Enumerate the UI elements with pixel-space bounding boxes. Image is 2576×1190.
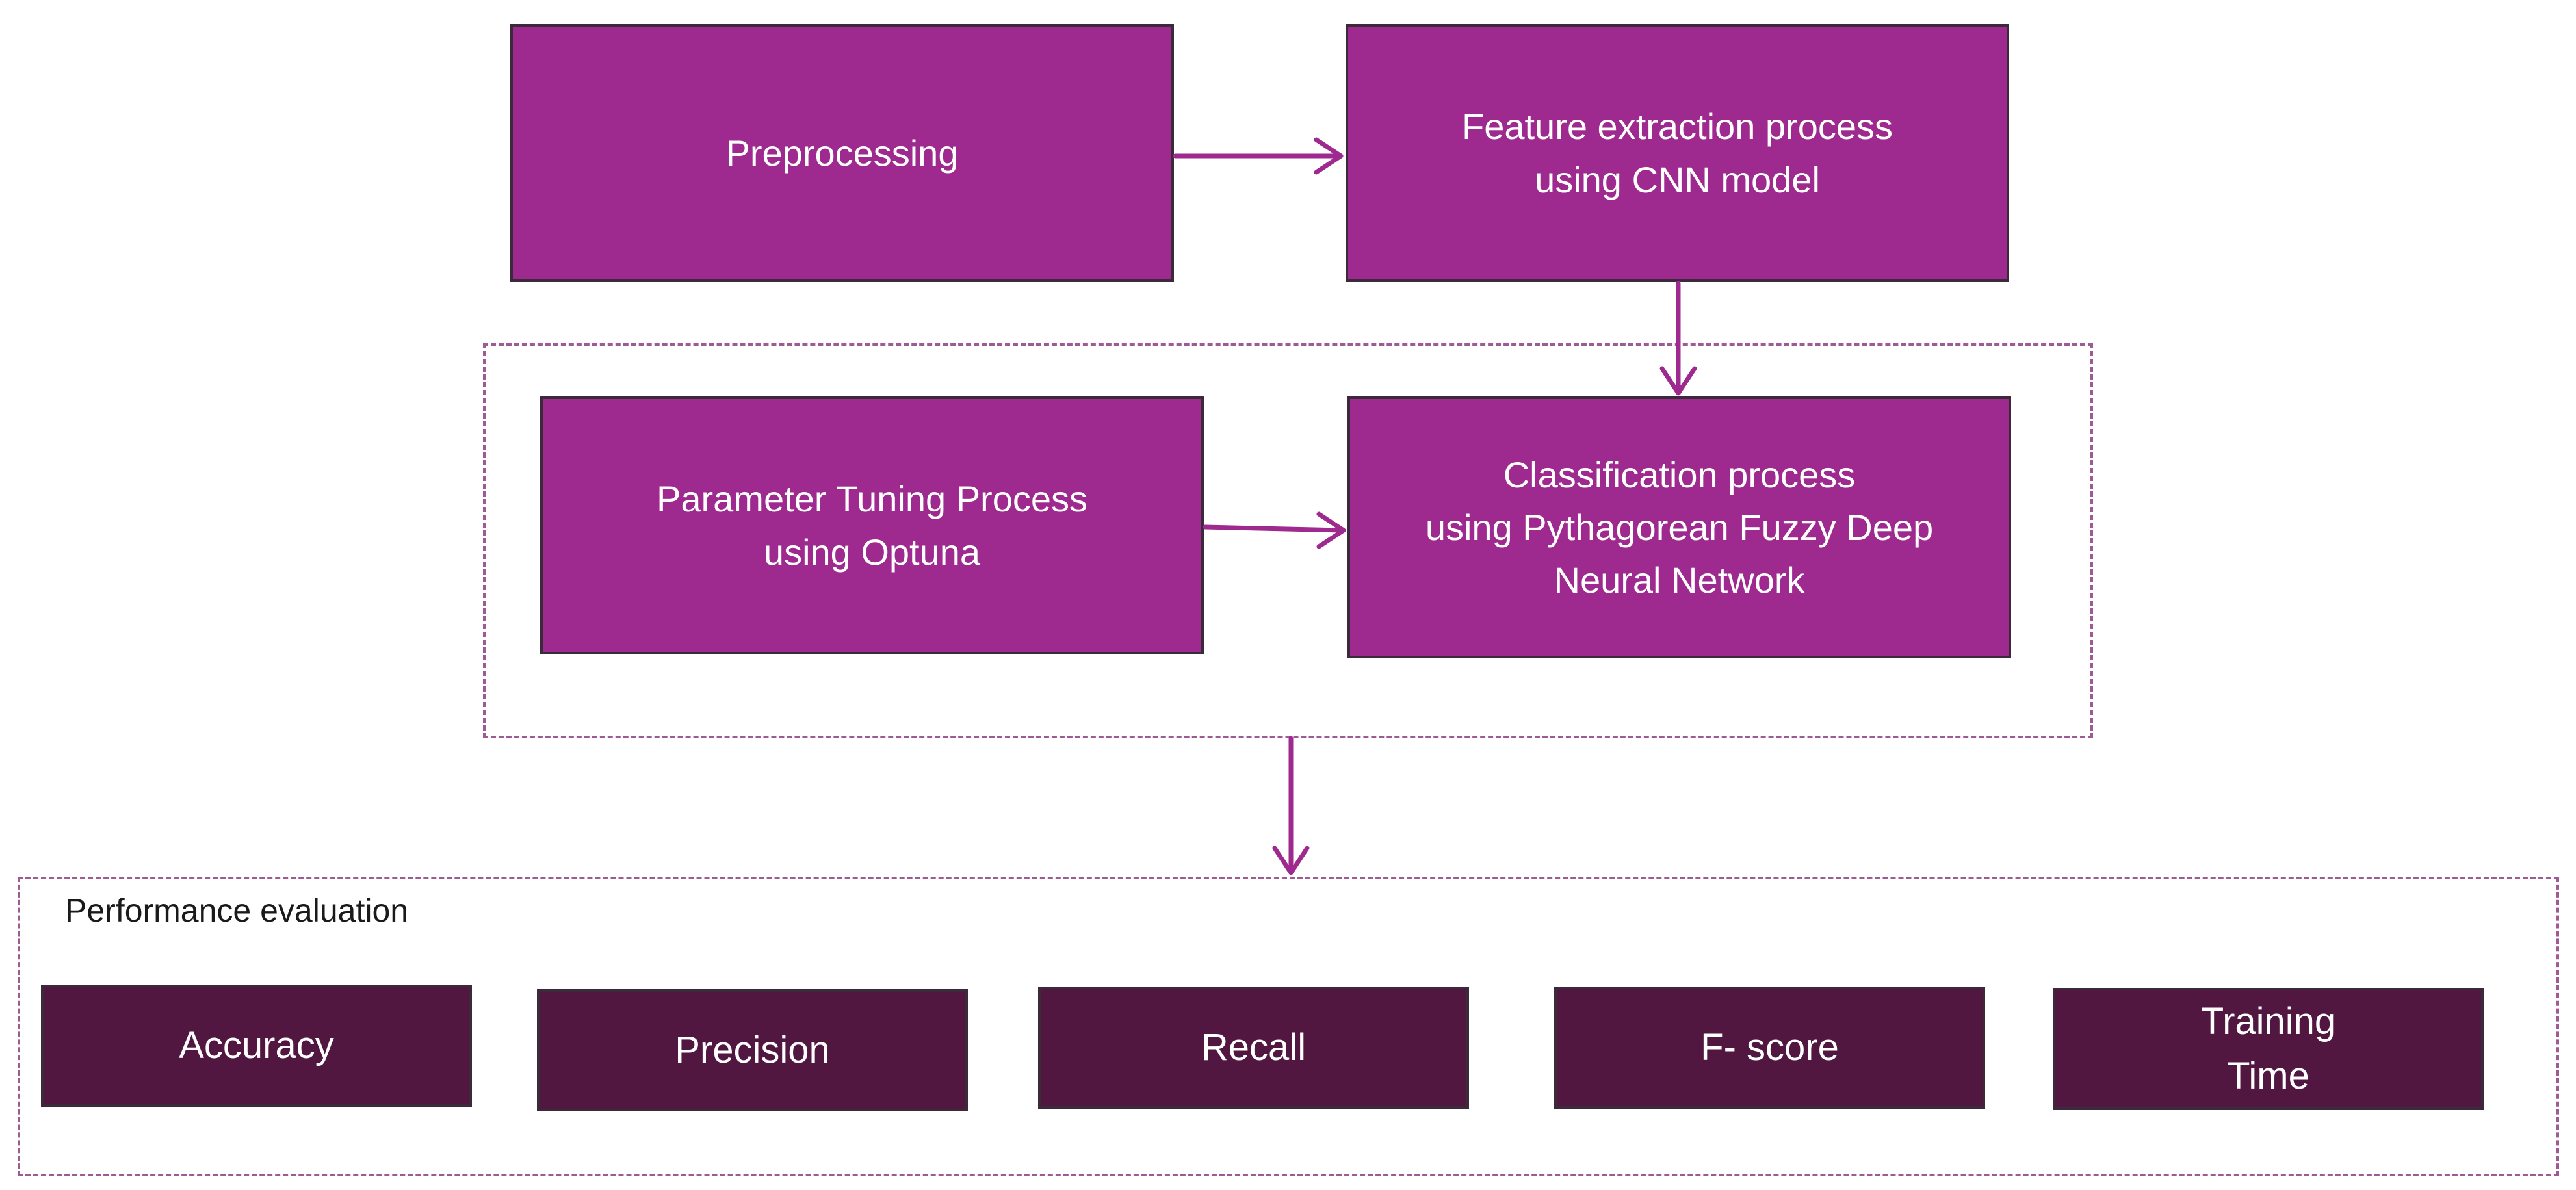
parameter-tuning-label: Parameter Tuning Process using Optuna (657, 478, 1087, 573)
metric-f-score: F- score (1554, 987, 1985, 1109)
arrowhead-preprocessing-to-feature (1314, 137, 1344, 175)
metric-precision-label: Precision (675, 1028, 830, 1071)
metric-recall: Recall (1038, 987, 1469, 1109)
classification-node: Classification process using Pythagorean… (1347, 396, 2011, 658)
metric-precision: Precision (537, 989, 968, 1111)
performance-evaluation-title: Performance evaluation (65, 892, 409, 929)
feature-extraction-node: Feature extraction process using CNN mod… (1346, 24, 2009, 282)
parameter-tuning-node: Parameter Tuning Process using Optuna (540, 396, 1204, 654)
metric-training-time: Training Time (2053, 988, 2484, 1110)
preprocessing-label: Preprocessing (725, 132, 959, 174)
model-group-container (483, 343, 2093, 738)
arrowhead-feature-to-classification (1659, 366, 1697, 396)
metric-recall-label: Recall (1201, 1026, 1307, 1068)
classification-label: Classification process using Pythagorean… (1425, 454, 1934, 601)
metric-f-score-label: F- score (1700, 1026, 1839, 1068)
metric-training-time-label: Training Time (2200, 1000, 2336, 1097)
arrowhead-group-to-evaluation (1272, 846, 1310, 875)
arrow-tuning-to-classification (1203, 524, 1344, 533)
metric-accuracy-label: Accuracy (179, 1024, 334, 1067)
metric-accuracy: Accuracy (41, 985, 472, 1107)
arrowhead-tuning-to-classification (1316, 511, 1346, 549)
feature-extraction-label: Feature extraction process using CNN mod… (1462, 106, 1893, 200)
preprocessing-node: Preprocessing (510, 24, 1174, 282)
performance-evaluation-container (18, 877, 2559, 1176)
